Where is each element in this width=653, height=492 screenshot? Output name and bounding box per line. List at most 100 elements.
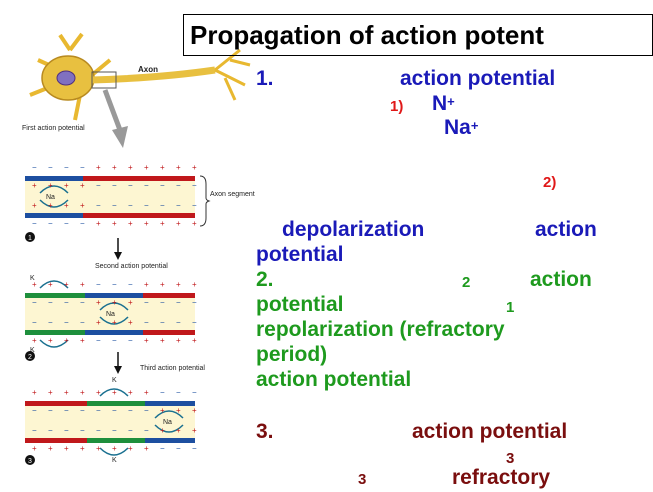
step3-small-3: 3: [506, 450, 515, 467]
charge-sign: +: [96, 219, 101, 228]
charge-sign: −: [160, 181, 165, 190]
step-2-badge: 2: [28, 354, 32, 361]
charge-sign: +: [160, 336, 165, 345]
charge-sign: +: [80, 201, 85, 210]
action-word-1: action: [535, 218, 597, 241]
charge-sign: −: [176, 181, 181, 190]
k-label-2a: K: [30, 275, 35, 282]
charge-sign: +: [112, 219, 117, 228]
charge-sign: −: [96, 406, 101, 415]
step2-number: 2.: [256, 268, 274, 291]
charge-sign: +: [192, 406, 197, 415]
charge-sign: +: [96, 444, 101, 453]
charge-sign: +: [64, 388, 69, 397]
charge-sign: −: [32, 318, 37, 327]
charge-sign: +: [112, 388, 117, 397]
axon-segment-1: First action potential Na Axon segment 1: [22, 125, 255, 242]
sub1-number: 1): [390, 98, 404, 115]
charge-sign: −: [32, 219, 37, 228]
charge-sign: +: [48, 181, 53, 190]
charge-sign: −: [64, 219, 69, 228]
charge-sign: −: [192, 444, 197, 453]
repolarization: repolarization (refractory: [256, 318, 505, 341]
charge-sign: −: [96, 336, 101, 345]
step-1-badge: 1: [28, 235, 32, 242]
refractory-word: refractory: [452, 466, 551, 489]
charge-sign: −: [80, 406, 85, 415]
charge-sign: −: [112, 426, 117, 435]
charge-sign: −: [32, 163, 37, 172]
charge-sign: −: [176, 318, 181, 327]
charge-sign: +: [64, 336, 69, 345]
charge-sign: −: [128, 426, 133, 435]
charge-sign: +: [64, 181, 69, 190]
charge-sign: +: [128, 444, 133, 453]
charge-sign: −: [160, 298, 165, 307]
charge-sign: +: [144, 336, 149, 345]
charge-sign: −: [112, 280, 117, 289]
charge-sign: −: [192, 201, 197, 210]
action-potential-2: action potential: [256, 368, 412, 391]
charge-sign: −: [176, 388, 181, 397]
charge-sign: +: [128, 163, 133, 172]
charge-sign: −: [48, 426, 53, 435]
k-label-3a: K: [112, 377, 117, 384]
na-label-3: Na: [163, 419, 172, 426]
charge-sign: −: [80, 298, 85, 307]
charge-sign: +: [144, 163, 149, 172]
charge-sign: −: [48, 298, 53, 307]
second-ap-label: Second action potential: [95, 263, 168, 270]
step2-small-1: 1: [506, 299, 515, 316]
charge-sign: +: [176, 163, 181, 172]
charge-sign: +: [160, 426, 165, 435]
charge-sign: −: [64, 318, 69, 327]
charge-sign: −: [128, 280, 133, 289]
charge-sign: +: [176, 219, 181, 228]
na-plus: Na+: [444, 116, 479, 139]
charge-sign: +: [32, 181, 37, 190]
n-plus: N+: [432, 92, 455, 115]
charge-sign: −: [144, 406, 149, 415]
charge-sign: +: [176, 280, 181, 289]
charge-sign: +: [48, 201, 53, 210]
charge-sign: +: [112, 318, 117, 327]
charge-sign: +: [160, 163, 165, 172]
charge-sign: −: [64, 298, 69, 307]
charge-sign: −: [96, 426, 101, 435]
charge-sign: −: [144, 181, 149, 190]
charge-sign: +: [160, 406, 165, 415]
charge-sign: +: [96, 318, 101, 327]
slide-title: Propagation of action potent: [183, 14, 653, 56]
charge-sign: +: [80, 336, 85, 345]
charge-sign: +: [48, 280, 53, 289]
charge-sign: +: [32, 336, 37, 345]
charge-sign: +: [96, 163, 101, 172]
charge-sign: −: [64, 163, 69, 172]
charge-sign: −: [48, 406, 53, 415]
charge-sign: +: [112, 444, 117, 453]
step3-small-3b: 3: [358, 471, 367, 488]
charge-sign: −: [144, 318, 149, 327]
charge-sign: −: [112, 336, 117, 345]
charge-sign: −: [96, 280, 101, 289]
na-label-2: Na: [106, 311, 115, 318]
charge-sign: +: [80, 280, 85, 289]
axon-segment-3: Third action potential Na K K 3: [25, 365, 205, 465]
step2-action: action: [530, 268, 592, 291]
charge-sign: +: [160, 280, 165, 289]
charge-sign: +: [64, 444, 69, 453]
third-ap-label: Third action potential: [140, 365, 205, 372]
charge-sign: −: [80, 318, 85, 327]
charge-sign: +: [48, 336, 53, 345]
charge-sign: −: [176, 298, 181, 307]
charge-sign: +: [128, 298, 133, 307]
charge-sign: +: [64, 280, 69, 289]
charge-sign: +: [176, 406, 181, 415]
slide: Axon First action potential Na Axon segm…: [22, 14, 653, 489]
charge-sign: −: [112, 406, 117, 415]
period: period): [256, 343, 328, 366]
charge-sign: +: [192, 163, 197, 172]
charge-sign: +: [80, 181, 85, 190]
charge-sign: −: [192, 388, 197, 397]
axon-segment-2: Second action potential Na K K 2: [25, 263, 195, 361]
